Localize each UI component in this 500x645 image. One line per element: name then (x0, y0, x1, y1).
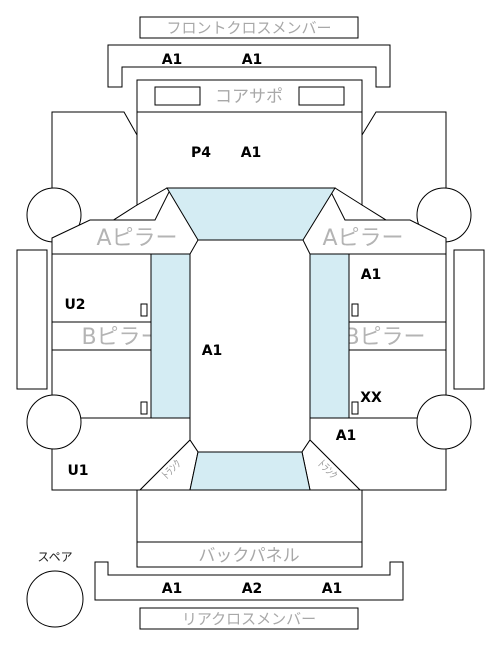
spare-label: スペア (37, 550, 72, 564)
hood-code-left: P4 (191, 145, 211, 161)
rear-cross-code-center: A2 (242, 581, 263, 597)
back-panel-label: バックパネル (198, 546, 299, 566)
rear-left-wheel[interactable] (26, 394, 82, 450)
rear-bumper[interactable]: A1 A2 A1 (94, 561, 404, 601)
b-pillar-right-label: Bピラー (344, 325, 425, 350)
left-side-glass[interactable] (150, 253, 191, 419)
a-pillar-left-label: Aピラー (96, 226, 177, 251)
back-panel[interactable]: バックパネル (136, 541, 363, 568)
a-pillar-right-label: Aピラー (322, 226, 403, 251)
trunk-lid[interactable] (136, 489, 363, 543)
rear-cross-code-left: A1 (162, 581, 183, 597)
rear-cross-member-label: リアクロスメンバー (182, 610, 316, 628)
roof[interactable]: A1 (189, 239, 311, 453)
rear-door-right-code: XX (360, 390, 382, 406)
hood-code-right: A1 (241, 145, 262, 161)
rear-cross-member[interactable]: リアクロスメンバー (139, 607, 359, 630)
a-pillar-right[interactable]: Aピラー (299, 188, 447, 255)
rear-cross-code-right: A1 (322, 581, 343, 597)
right-side-glass[interactable] (309, 253, 350, 419)
roof-code: A1 (202, 343, 223, 359)
rear-window[interactable] (189, 451, 311, 491)
front-bumper-bracket[interactable]: A1 A1 (107, 44, 391, 88)
front-cross-code-right: A1 (242, 52, 263, 68)
core-support-label: コアサポ (215, 87, 283, 107)
front-door-left-code: U2 (64, 297, 85, 313)
front-cross-member[interactable]: フロントクロスメンバー (139, 16, 359, 39)
left-side-step[interactable] (16, 249, 48, 390)
rear-fender-right-code: A1 (336, 428, 357, 444)
rear-fender-left-code: U1 (67, 463, 88, 479)
b-pillar-left-label: Bピラー (81, 325, 162, 350)
a-pillar-left[interactable]: Aピラー (51, 188, 201, 255)
front-cross-member-label: フロントクロスメンバー (166, 19, 331, 37)
core-support[interactable]: コアサポ (136, 79, 363, 113)
spare-tire[interactable]: スペア (26, 550, 84, 628)
front-door-right-code: A1 (361, 267, 382, 283)
front-cross-code-left: A1 (162, 52, 183, 68)
right-side-step[interactable] (453, 249, 485, 390)
rear-right-wheel[interactable] (416, 394, 472, 450)
